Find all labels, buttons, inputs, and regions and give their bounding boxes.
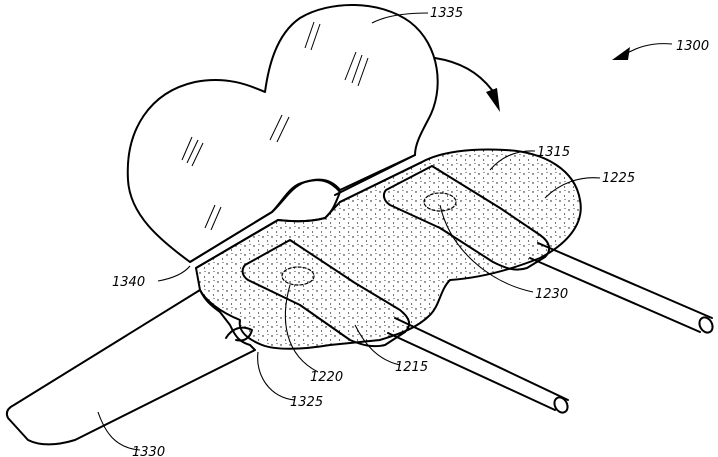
label-1230: 1230 [535, 287, 568, 302]
label-1340: 1340 [112, 275, 145, 290]
assembly-arrow-1300 [612, 44, 672, 60]
tab-handle-1330 [7, 290, 255, 445]
label-1315: 1315 [537, 145, 570, 160]
label-1300: 1300 [676, 39, 709, 54]
label-1220: 1220 [310, 370, 343, 385]
label-1215: 1215 [395, 360, 428, 375]
adhesive-pad [196, 150, 581, 349]
fold-direction-arrow [435, 58, 500, 112]
label-1225: 1225 [602, 171, 635, 186]
label-1330: 1330 [132, 445, 165, 457]
label-1325: 1325 [290, 395, 323, 410]
label-1335: 1335 [430, 6, 463, 21]
